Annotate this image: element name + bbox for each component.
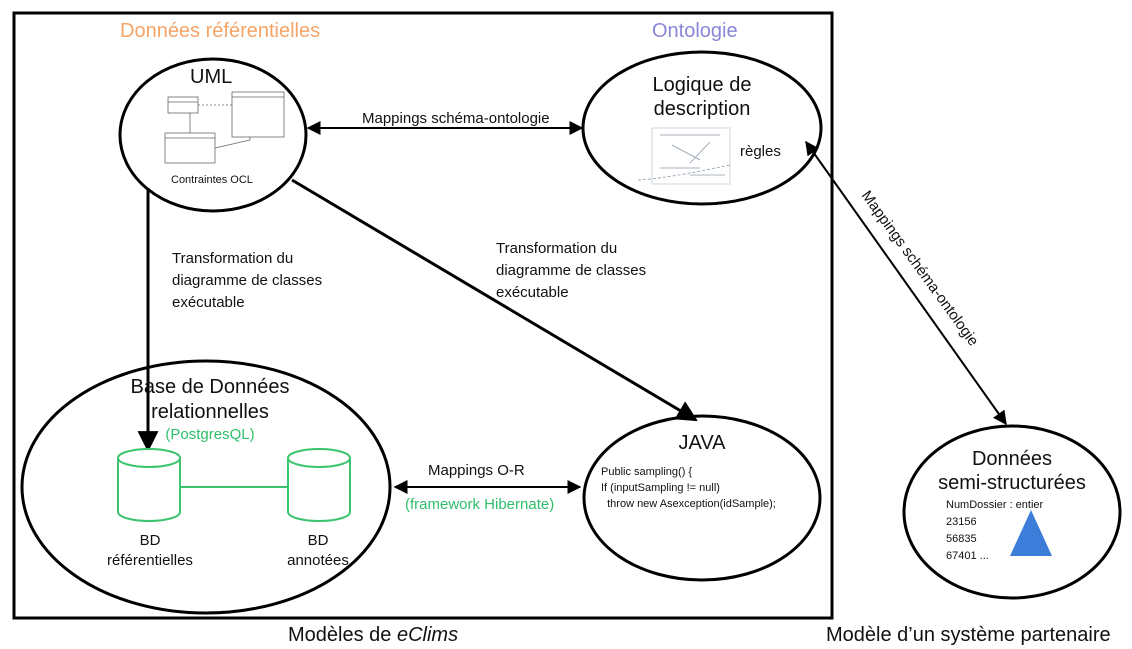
java-code-line-2: If (inputSampling != null) xyxy=(601,482,720,494)
cylinder-annotated-label-1: BD xyxy=(307,532,329,549)
footer-right: Modèle d’un système partenaire xyxy=(826,624,1111,646)
db-title-line2: relationnelles xyxy=(151,401,269,423)
edge-uml-db-label-2: diagramme de classes xyxy=(172,272,323,289)
edge-uml-java-label-2: diagramme de classes xyxy=(496,262,647,279)
section-referential-title: Données référentielles xyxy=(120,20,321,42)
cylinder-referential xyxy=(117,448,181,522)
semi-title-line2: semi-structurées xyxy=(938,472,1086,494)
java-node xyxy=(582,414,822,582)
semi-line-1: NumDossier : entier xyxy=(946,499,1044,511)
uml-caption: Contraintes OCL xyxy=(171,174,253,186)
edge-uml-db-label-1: Transformation du xyxy=(172,250,294,267)
logic-caption: règles xyxy=(740,143,781,160)
footer-left-emph: eClims xyxy=(396,624,459,646)
semi-line-2: 23156 xyxy=(946,516,977,528)
logic-title-line2: description xyxy=(653,98,751,120)
uml-class-thumbnail xyxy=(164,91,285,164)
java-code-line-3: throw new Asexception(idSample); xyxy=(601,498,776,510)
edge-db-java-label: Mappings O-R xyxy=(428,462,525,479)
semi-line-3: 56835 xyxy=(946,533,977,545)
footer-left: Modèles de eClims xyxy=(288,624,458,647)
logic-thumbnail xyxy=(637,127,731,185)
logic-title-line1: Logique de xyxy=(652,74,752,96)
section-ontology-title: Ontologie xyxy=(652,20,738,42)
edge-uml-java-label-3: exécutable xyxy=(496,284,569,301)
footer-left-prefix: Modèles de xyxy=(288,624,397,646)
edge-logic-semi xyxy=(805,140,1007,426)
edge-db-java-sublabel: (framework Hibernate) xyxy=(405,496,555,513)
java-title: JAVA xyxy=(678,432,726,454)
cylinder-annotated xyxy=(287,448,351,522)
edge-uml-java xyxy=(291,178,698,422)
cylinder-referential-label-1: BD xyxy=(139,532,161,549)
semi-line-4: 67401 ... xyxy=(946,550,989,562)
edge-uml-db-label-3: exécutable xyxy=(172,294,245,311)
uml-title: UML xyxy=(190,66,233,88)
edge-uml-java-label-1: Transformation du xyxy=(496,240,618,257)
cylinder-annotated-label-2: annotées xyxy=(287,552,349,569)
java-code-line-1: Public sampling() { xyxy=(601,466,693,478)
edge-uml-logic-label: Mappings schéma-ontologie xyxy=(362,110,550,127)
data-triangle xyxy=(1010,510,1052,556)
cylinder-referential-label-2: référentielles xyxy=(107,552,193,569)
semi-title-line1: Données xyxy=(971,448,1053,470)
db-title-line1: Base de Données xyxy=(130,376,290,398)
semi-structured-node xyxy=(902,424,1122,600)
db-engine: (PostgresQL) xyxy=(165,426,255,443)
